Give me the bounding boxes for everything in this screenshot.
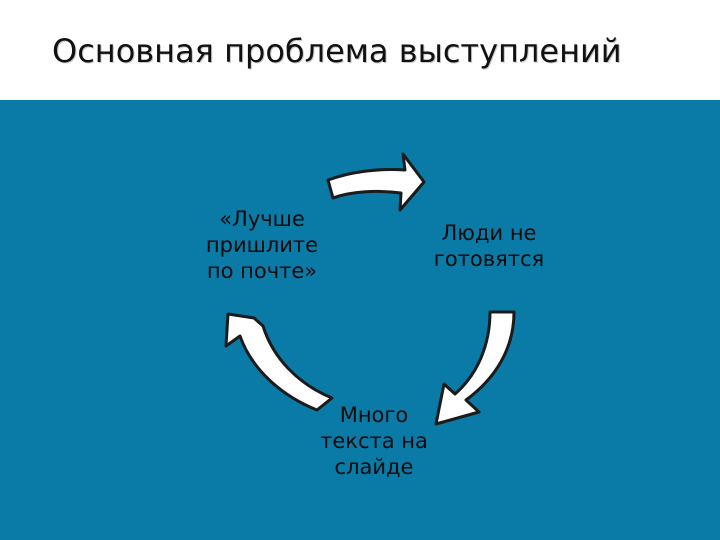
- cycle-node-too-much-text: Много текста на слайде: [320, 403, 428, 479]
- curved-arrow-icon-left: [224, 312, 334, 412]
- cycle-node-email: «Лучше пришлите по почте»: [205, 207, 319, 283]
- curved-arrow-icon-top: [326, 152, 426, 212]
- slide-title: Основная проблема выступлений: [52, 32, 622, 70]
- cycle-node-unprepared: Люди не готовятся: [433, 221, 545, 271]
- curved-arrow-icon-right: [434, 310, 516, 426]
- title-bar: Основная проблема выступлений: [0, 0, 720, 100]
